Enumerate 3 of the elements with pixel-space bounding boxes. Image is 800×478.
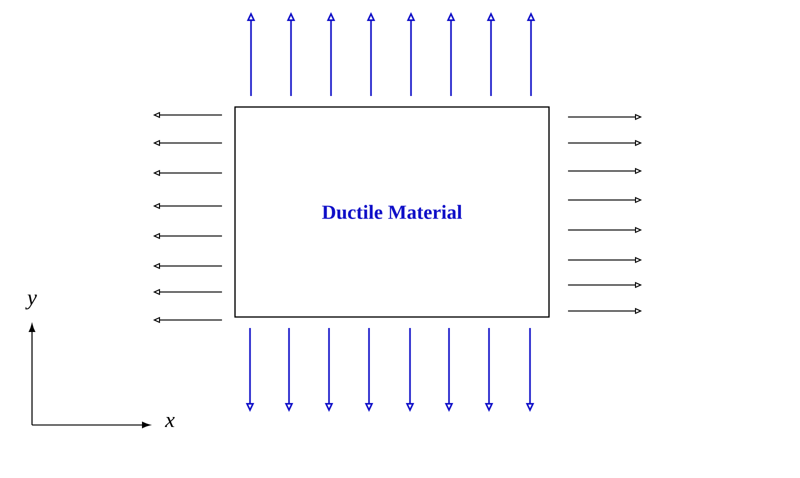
axis-label: x — [164, 416, 175, 428]
material-box: Ductile Material — [234, 106, 550, 318]
axis-label: y — [25, 294, 37, 310]
